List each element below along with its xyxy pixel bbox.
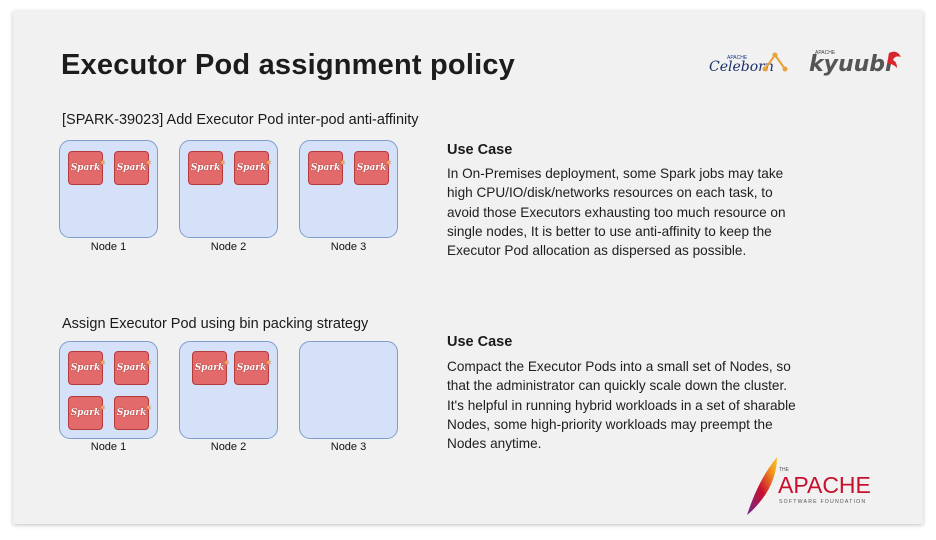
anti-affinity-caption: [SPARK-39023] Add Executor Pod inter-pod… [62,112,419,128]
kyuubi-logo-text: kyuubi [809,52,893,77]
spark-executor-pod: Spark [192,351,229,385]
use-case-title: Use Case [447,334,513,350]
spark-executor-pod: Spark [68,151,105,185]
node-label: Node 2 [210,441,247,453]
use-case-text-anti-affinity: In On-Premises deployment, some Spark jo… [447,164,867,260]
apache-logo-the: THE [779,467,790,473]
spark-executor-pod: Spark [234,151,271,185]
node-label: Node 3 [330,241,367,253]
anti-affinity-node-2: Spark Spark [179,140,278,238]
apache-logo-tagline: SOFTWARE FOUNDATION [779,499,866,505]
node-label: Node 1 [90,241,127,253]
bin-packing-caption: Assign Executor Pod using bin packing st… [62,316,369,332]
project-logos: APACHE Celeborn APACHE kyuubi [709,50,901,77]
use-case-line: high CPU/IO/disk/networks resources on e… [447,185,773,201]
anti-affinity-node-1: Spark Spark [59,140,158,238]
slide-title: Executor Pod assignment policy [61,49,515,81]
node-label: Node 1 [90,441,127,453]
use-case-line: single nodes, It is better to use anti-a… [447,223,772,239]
use-case-line: It's helpful in running hybrid workloads… [447,397,796,413]
use-case-line: Compact the Executor Pods into a small s… [447,359,791,374]
celeborn-logo: APACHE Celeborn [709,52,788,75]
bin-packing-node-3 [299,341,398,439]
spark-executor-pod: Spark [354,151,391,185]
bin-packing-node-1: Spark Spark Spark Spark [59,341,158,439]
slide: Executor Pod assignment policy APACHE Ce… [13,11,923,524]
use-case-line: Nodes, some high-priority workloads may … [447,416,773,432]
node-label: Node 2 [210,241,247,253]
kyuubi-logo: APACHE kyuubi [809,50,901,77]
use-case-line: avoid those Executors exhausting too muc… [447,204,786,220]
spark-executor-pod: Spark [114,351,151,385]
use-case-line: In On-Premises deployment, some Spark jo… [447,166,784,181]
spark-executor-pod: Spark [234,351,271,385]
bin-packing-node-2: Spark Spark [179,341,278,439]
anti-affinity-node-3: Spark Spark [299,140,398,238]
node-label: Node 3 [330,441,367,453]
use-case-text-bin-packing: Compact the Executor Pods into a small s… [447,357,867,453]
celeborn-logo-text: Celeborn [709,59,774,75]
apache-feather-logo: THE APACHE SOFTWARE FOUNDATION [747,457,871,515]
celeborn-logo-small-text: APACHE [727,55,748,61]
spark-executor-pod: Spark [114,151,151,185]
use-case-line: that the administrator can quickly scale… [447,378,788,394]
use-case-title: Use Case [447,142,513,158]
kyuubi-logo-small-text: APACHE [815,50,836,56]
spark-executor-pod: Spark [68,351,105,385]
apache-logo-wordmark: APACHE [778,472,871,498]
use-case-line: Nodes anytime. [447,436,542,452]
spark-executor-pod: Spark [188,151,225,185]
spark-executor-pod: Spark [114,396,151,430]
spark-executor-pod: Spark [308,151,345,185]
use-case-line: Executor Pod allocation as dispersed as … [447,243,747,259]
spark-executor-pod: Spark [68,396,105,430]
